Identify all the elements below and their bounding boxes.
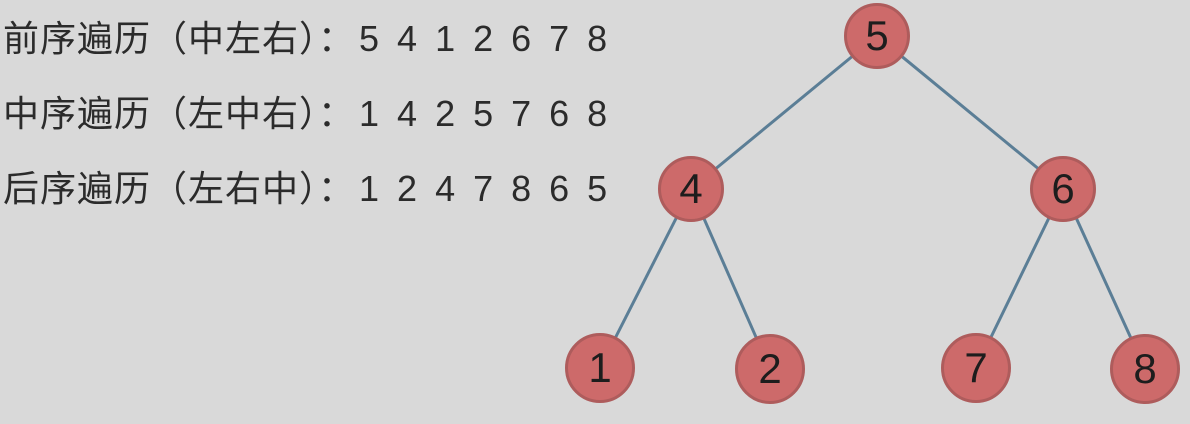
traversal-line-inorder: 中序遍历（左中右）：1 4 2 5 7 6 8 (3, 85, 611, 137)
tree-node-left-left: 1 (565, 333, 635, 403)
node-value: 6 (1051, 165, 1075, 212)
tree-node-right: 6 (1030, 156, 1096, 222)
traversal-label-preorder: 前序遍历（中左右）： (3, 18, 356, 59)
traversal-line-postorder: 后序遍历（左右中）：1 2 4 7 8 6 5 (3, 160, 611, 212)
node-value: 8 (1133, 345, 1157, 392)
tree-node-right-left: 7 (941, 333, 1011, 403)
traversal-label-postorder: 后序遍历（左右中）： (3, 168, 356, 209)
edge-5-4 (690, 34, 878, 191)
traversal-sequence-inorder: 1 4 2 5 7 6 8 (359, 93, 612, 134)
node-value: 7 (964, 344, 988, 391)
node-value: 1 (588, 344, 612, 391)
traversal-line-preorder: 前序遍历（中左右）：5 4 1 2 6 7 8 (3, 10, 611, 62)
traversal-label-inorder: 中序遍历（左中右）： (3, 93, 356, 134)
tree-node-left: 4 (658, 156, 724, 222)
tree-node-root: 5 (844, 3, 910, 69)
traversal-sequence-postorder: 1 2 4 7 8 6 5 (359, 168, 612, 209)
traversal-sequence-preorder: 5 4 1 2 6 7 8 (359, 18, 612, 59)
node-value: 4 (679, 165, 703, 212)
tree-node-right-right: 8 (1110, 334, 1180, 404)
node-value: 5 (865, 12, 889, 59)
tree-node-left-right: 2 (735, 334, 805, 404)
edge-5-6 (876, 34, 1064, 191)
node-value: 2 (758, 345, 782, 392)
